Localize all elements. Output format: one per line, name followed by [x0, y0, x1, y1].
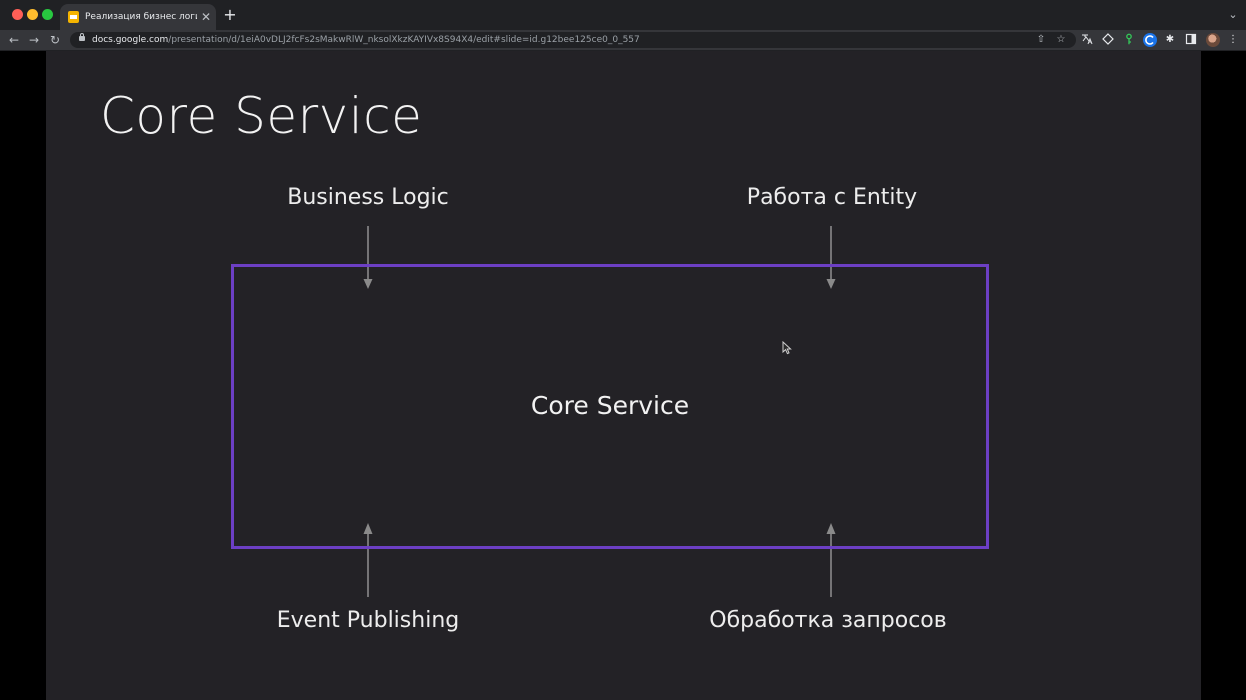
url-host: docs.google.com: [92, 35, 169, 45]
translate-extension-icon[interactable]: [1080, 33, 1094, 47]
address-bar[interactable]: docs.google.com/presentation/d/1eiA0vDLJ…: [70, 32, 1076, 48]
tab-search-icon[interactable]: ⌄: [1228, 8, 1238, 21]
bookmark-star-icon[interactable]: ☆: [1056, 34, 1066, 45]
url-text[interactable]: docs.google.com/presentation/d/1eiA0vDLJ…: [92, 32, 640, 48]
arrow-entity-in: [826, 226, 836, 289]
tab-title: Реализация бизнес логики -: [85, 12, 197, 22]
arrow-business-logic-in: [363, 226, 373, 289]
key-extension-icon[interactable]: [1122, 33, 1136, 47]
blue-extension-icon[interactable]: [1143, 33, 1157, 47]
browser-tab[interactable]: Реализация бизнес логики - ✕: [60, 4, 216, 30]
core-service-box[interactable]: Core Service: [231, 264, 989, 549]
back-icon[interactable]: ←: [8, 33, 20, 47]
diagram-arrows: [363, 226, 836, 597]
side-panel-icon[interactable]: [1184, 33, 1198, 47]
diamond-extension-icon[interactable]: [1101, 33, 1115, 47]
browser-menu-icon[interactable]: ⋮: [1228, 34, 1238, 45]
label-request-processing: Обработка запросов: [709, 608, 947, 633]
arrow-event-publishing-in: [363, 523, 373, 597]
reload-icon[interactable]: ↻: [49, 33, 61, 47]
core-service-label: Core Service: [530, 391, 690, 420]
window-minimize-button[interactable]: [27, 9, 38, 20]
profile-avatar[interactable]: [1206, 33, 1220, 47]
forward-icon[interactable]: →: [28, 33, 40, 47]
label-event-publishing: Event Publishing: [276, 608, 460, 633]
lock-icon[interactable]: [79, 33, 85, 41]
url-path: /presentation/d/1eiA0vDLJ2fcFs2sMakwRlW_…: [168, 35, 640, 45]
tab-close-icon[interactable]: ✕: [200, 10, 212, 24]
presentation-viewport: Core Service Business Logic Работа с Ent…: [0, 51, 1246, 700]
window-maximize-button[interactable]: [42, 9, 53, 20]
share-icon[interactable]: ⇧: [1036, 34, 1046, 45]
label-entity-work: Работа с Entity: [746, 185, 918, 210]
window-close-button[interactable]: [12, 9, 23, 20]
mouse-cursor-icon: [782, 341, 792, 355]
arrow-request-processing-in: [826, 523, 836, 597]
new-tab-button[interactable]: +: [223, 5, 237, 24]
navigation-bar: ← → ↻ docs.google.com/presentation/d/1ei…: [0, 30, 1246, 51]
slide[interactable]: Core Service Business Logic Работа с Ent…: [46, 51, 1201, 700]
tab-bar: Реализация бизнес логики - ✕ + ⌄: [0, 0, 1246, 30]
extensions-puzzle-icon[interactable]: ✱: [1165, 34, 1175, 45]
slide-title: Core Service: [100, 87, 423, 145]
label-business-logic: Business Logic: [287, 185, 449, 210]
slides-favicon-icon: [68, 11, 79, 23]
